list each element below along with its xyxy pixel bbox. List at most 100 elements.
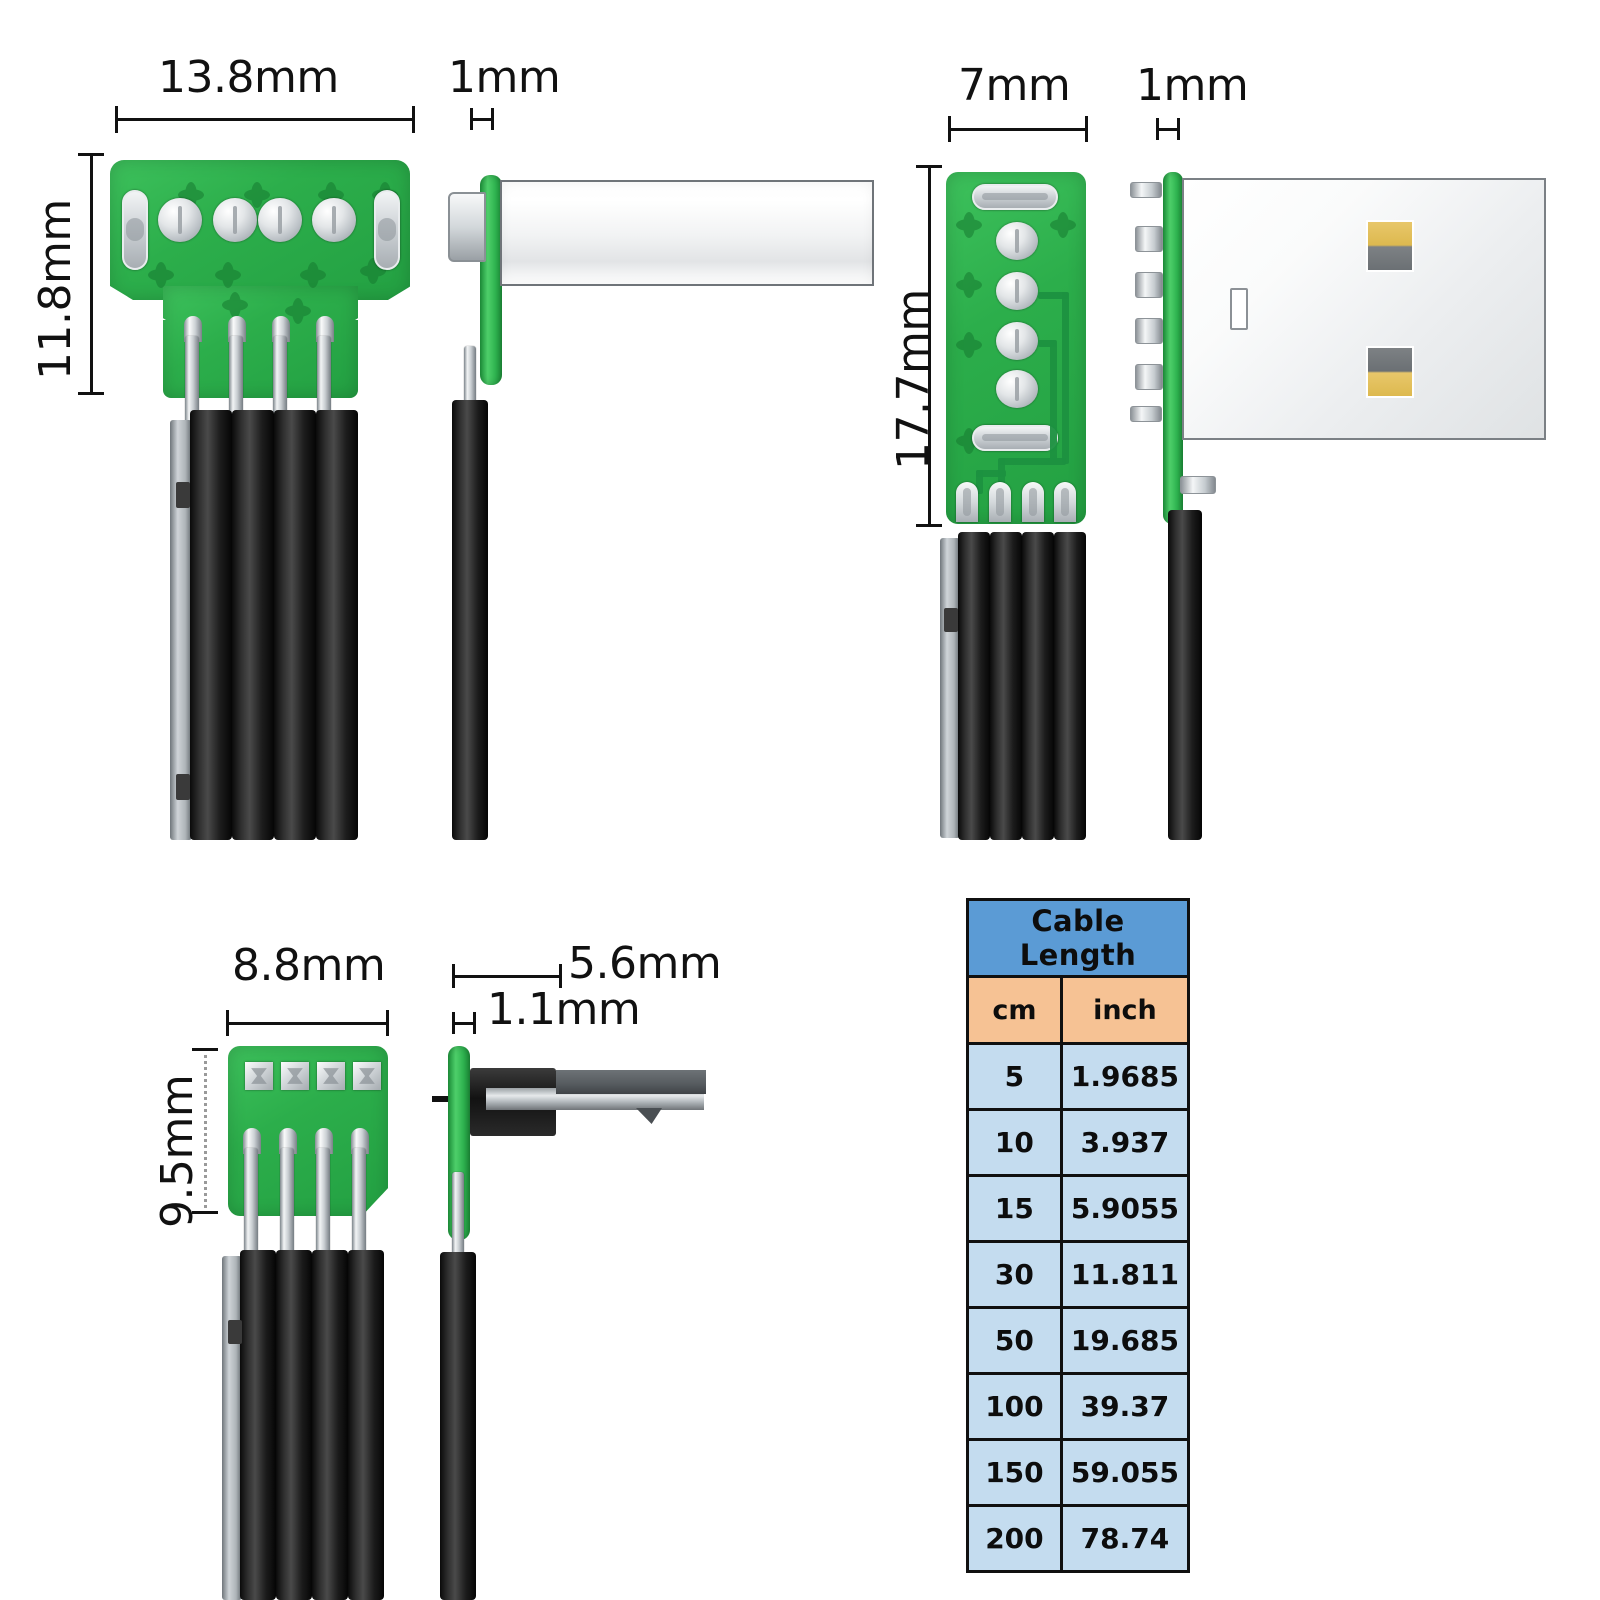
cell-inch: 11.811: [1059, 1240, 1191, 1309]
column-header-cm: cm: [966, 975, 1063, 1045]
cell-cm: 10: [966, 1108, 1063, 1177]
dim-line-8-8mm: [226, 1022, 389, 1025]
cell-inch: 1.9685: [1059, 1042, 1191, 1111]
fiducial-mark-icon: [222, 292, 248, 318]
pcb-pin-cap: [315, 1128, 333, 1154]
pcb-round-pad: [996, 272, 1038, 310]
pcb-pin-cap: [184, 316, 202, 342]
dim-tick-left-1mm-left: [470, 108, 473, 130]
connector-metal-pin-lower: [556, 1070, 706, 1094]
cable-wire: [312, 1250, 348, 1600]
pcb-slot-pad-bottom: [972, 425, 1058, 451]
pcb-square-pad: [353, 1062, 381, 1090]
dim-line-1-1mm: [452, 1022, 476, 1025]
dim-label-1mm-left: 1mm: [448, 52, 561, 103]
connector-clip: [448, 192, 486, 262]
pcb-pin-cap: [228, 316, 246, 342]
pcb-trace: [976, 470, 983, 494]
table-row: 50 19.685: [966, 1306, 1191, 1375]
pcb-trace: [1038, 292, 1068, 299]
fiducial-mark-icon: [244, 182, 270, 208]
usb-a-notch: [1230, 288, 1248, 330]
pcb-square-pad: [317, 1062, 345, 1090]
pcb-round-pad: [258, 198, 302, 242]
pcb-trace: [1038, 340, 1056, 347]
dim-label-13-8mm: 13.8mm: [158, 52, 339, 103]
pcb-round-pad: [213, 198, 257, 242]
pcb-trace: [976, 470, 1006, 477]
dim-tick-left-1mm-right: [1156, 118, 1159, 140]
pcb-slot-pad-right: [374, 190, 400, 270]
usb-a-gold-contact: [1366, 220, 1414, 272]
pcb-pin-cap: [243, 1128, 261, 1154]
dim-tick-bottom-17-7mm: [916, 524, 942, 527]
pcb-contact-finger: [956, 482, 978, 522]
dim-line-9-5mm: [204, 1048, 207, 1214]
cable-length-table: Cable Length cm inch 5 1.9685 10 3.937 1…: [966, 898, 1191, 1573]
shield-tab-icon: [1135, 272, 1163, 298]
dim-label-7mm: 7mm: [958, 60, 1071, 111]
pcb-slot-pad-left: [122, 190, 148, 270]
cell-cm: 5: [966, 1042, 1063, 1111]
dim-tick-right-1mm-left: [491, 108, 494, 130]
dim-label-8-8mm: 8.8mm: [232, 940, 386, 991]
cable-wire: [240, 1250, 276, 1600]
cell-cm: 200: [966, 1504, 1063, 1573]
dim-tick-left-7mm: [948, 116, 951, 142]
shield-tab-icon: [1135, 226, 1163, 252]
dim-tick-right-8-8mm: [386, 1010, 389, 1036]
dim-line-1mm-right: [1156, 128, 1180, 131]
cell-cm: 100: [966, 1372, 1063, 1441]
pcb-contact-finger: [989, 482, 1011, 522]
pcb-round-pad: [158, 198, 202, 242]
pcb-pin-side-view-small: [452, 1172, 464, 1262]
dim-tick-top-17-7mm: [916, 165, 942, 168]
cell-inch: 59.055: [1059, 1438, 1191, 1507]
pcb-pin: [244, 1148, 258, 1266]
cable-wire: [232, 410, 274, 840]
pcb-pin-cap: [316, 316, 334, 342]
pcb-square-pad: [281, 1062, 309, 1090]
pcb-pin-cap: [351, 1128, 369, 1154]
cable-wire: [316, 410, 358, 840]
cable-wire: [1022, 532, 1054, 840]
cell-inch: 19.685: [1059, 1306, 1191, 1375]
cable-wire: [1054, 532, 1086, 840]
dim-line-11-8mm: [90, 153, 93, 395]
cable-wire: [348, 1250, 384, 1600]
dim-line-17-7mm: [928, 165, 931, 527]
fiducial-mark-icon: [956, 272, 982, 298]
pcb-pin: [280, 1148, 294, 1266]
shield-tab-icon: [1130, 406, 1162, 422]
pcb-round-pad: [996, 370, 1038, 408]
pcb-trace: [1050, 340, 1057, 460]
table-row: 15 5.9055: [966, 1174, 1191, 1243]
cell-inch: 78.74: [1059, 1504, 1191, 1573]
fiducial-mark-icon: [215, 262, 241, 288]
dim-tick-left-1-1mm: [452, 1012, 455, 1034]
table-row: 150 59.055: [966, 1438, 1191, 1507]
fiducial-mark-icon: [285, 298, 311, 324]
cable-wire-side-view: [452, 400, 488, 840]
fiducial-mark-icon: [300, 262, 326, 288]
pcb-contact-finger: [1054, 482, 1076, 522]
table-row: 100 39.37: [966, 1372, 1191, 1441]
cable-wire: [190, 410, 232, 840]
dim-tick-left-5-6mm: [452, 964, 455, 988]
pcb-side-notch: [432, 1096, 448, 1102]
pcb-trace: [1000, 458, 1066, 465]
table-title-cell: Cable Length: [966, 898, 1190, 978]
cable-wire: [990, 532, 1022, 840]
fiducial-mark-icon: [148, 262, 174, 288]
cable-shield-strip: [222, 1256, 242, 1600]
cell-cm: 150: [966, 1438, 1063, 1507]
pcb-pin-side-view: [464, 346, 476, 412]
dim-label-5-6mm: 5.6mm: [568, 938, 722, 989]
cable-wire: [276, 1250, 312, 1600]
dim-label-11-8mm: 11.8mm: [30, 199, 81, 380]
column-header-inch: inch: [1059, 975, 1191, 1045]
cable-marker: [228, 1320, 242, 1344]
dim-label-17-7mm: 17.7mm: [888, 289, 939, 470]
dim-tick-right-1-1mm: [473, 1012, 476, 1034]
pcb-trace: [1062, 292, 1069, 464]
